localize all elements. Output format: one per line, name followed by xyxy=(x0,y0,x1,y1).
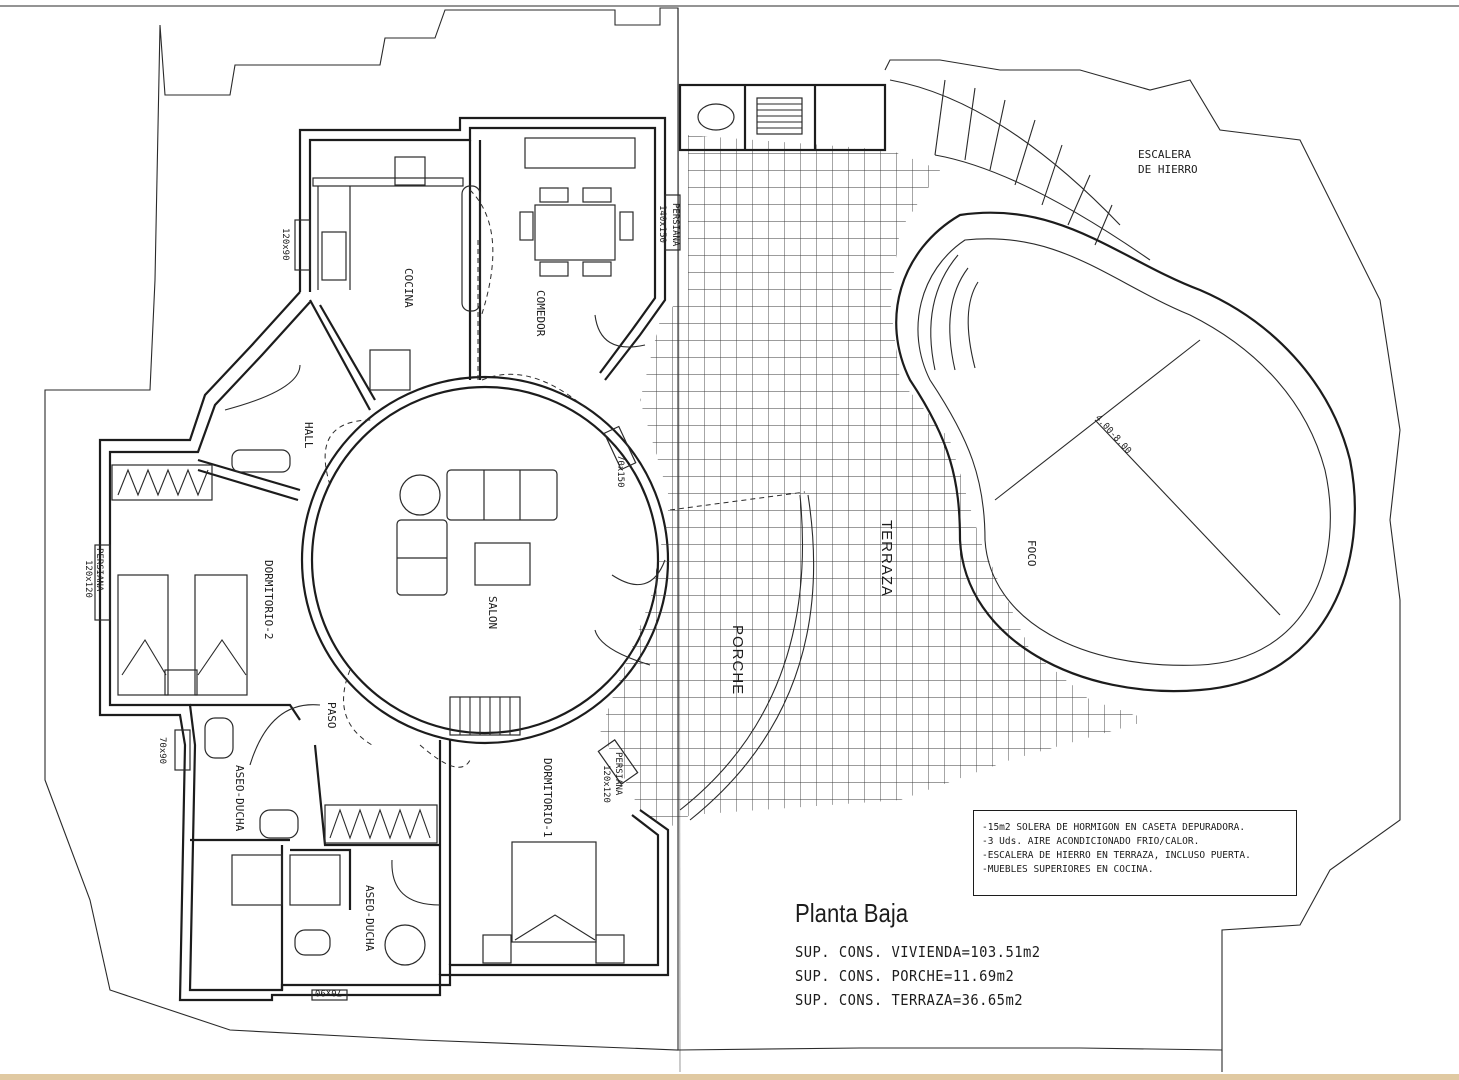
table-edge xyxy=(0,1074,1459,1080)
exterior-walls xyxy=(98,116,670,1002)
persiana-dorm1: PERSIANA xyxy=(613,752,623,796)
label-aseo-ducha-1: ASEO-DUCHA xyxy=(233,765,246,832)
plot-boundary-right xyxy=(677,59,1401,1051)
dim-comedor-window: 140x150 xyxy=(657,205,667,243)
area-terraza: SUP. CONS. TERRAZA=36.65m2 xyxy=(795,991,1023,1009)
label-cocina: COCINA xyxy=(402,268,415,308)
window-marks xyxy=(94,194,681,1001)
label-foco: FOCO xyxy=(1025,540,1038,567)
dim-aseo-window: 70x90 xyxy=(157,737,167,764)
persiana-dorm2: PERSIANA xyxy=(94,548,104,592)
note-item: -3 Uds. AIRE ACONDICIONADO FRIO/CALOR. xyxy=(982,836,1200,847)
iron-staircase xyxy=(889,79,1151,261)
label-porche: PORCHE xyxy=(729,625,746,695)
persiana-comedor: PERSIANA xyxy=(670,203,680,247)
label-comedor: COMEDOR xyxy=(534,290,547,337)
plot-boundary xyxy=(44,7,679,1051)
area-vivienda: SUP. CONS. VIVIENDA=103.51m2 xyxy=(795,943,1041,961)
dim-salon-window: 70x150 xyxy=(615,455,625,488)
door-swings xyxy=(224,189,666,906)
notes-box: -15m2 SOLERA DE HORMIGON EN CASETA DEPUR… xyxy=(973,810,1297,896)
label-terraza: TERRAZA xyxy=(878,520,895,597)
kitchen-counters xyxy=(312,156,481,391)
salon-outer-wall xyxy=(300,375,670,745)
label-escalera-1: ESCALERA xyxy=(1138,148,1191,161)
label-paso: PASO xyxy=(325,702,338,729)
dim-dorm2-window: 120x120 xyxy=(83,560,93,598)
note-item: -15m2 SOLERA DE HORMIGON EN CASETA DEPUR… xyxy=(982,822,1246,833)
label-dormitorio-1: DORMITORIO-1 xyxy=(541,758,554,837)
bathroom-fixtures xyxy=(204,717,426,966)
salon-inner-wall xyxy=(310,385,660,735)
swimming-pool xyxy=(895,211,1356,693)
label-salon: SALON xyxy=(486,596,499,629)
plan-title: Planta Baja xyxy=(795,898,909,928)
interior-walls xyxy=(190,140,482,990)
title-block: Planta Baja SUP. CONS. VIVIENDA=103.51m2… xyxy=(795,898,1195,1015)
note-item: -ESCALERA DE HIERRO EN TERRAZA, INCLUSO … xyxy=(982,850,1251,861)
label-aseo-ducha-2: ASEO-DUCHA xyxy=(363,885,376,952)
label-dormitorio-2: DORMITORIO-2 xyxy=(262,560,275,639)
label-escalera-2: DE HIERRO xyxy=(1138,163,1198,176)
dim-bottom-window: 70x90 xyxy=(315,987,342,997)
bedroom-2-furniture xyxy=(111,449,291,696)
dining-table xyxy=(519,137,636,277)
area-porche: SUP. CONS. PORCHE=11.69m2 xyxy=(795,967,1015,985)
dim-pool: 4.00-8.00 xyxy=(1093,413,1133,456)
note-item: -MUEBLES SUPERIORES EN COCINA. xyxy=(982,864,1154,875)
label-hall: HALL xyxy=(302,422,315,449)
dim-cocina-window: 120x90 xyxy=(280,228,290,261)
pool-house xyxy=(678,83,887,152)
porch-arcs xyxy=(669,491,815,821)
living-furniture xyxy=(396,469,558,736)
bedroom-1-furniture xyxy=(324,804,625,964)
dim-dorm1-window: 120x120 xyxy=(601,765,611,803)
terrace-tiles xyxy=(600,135,1150,830)
